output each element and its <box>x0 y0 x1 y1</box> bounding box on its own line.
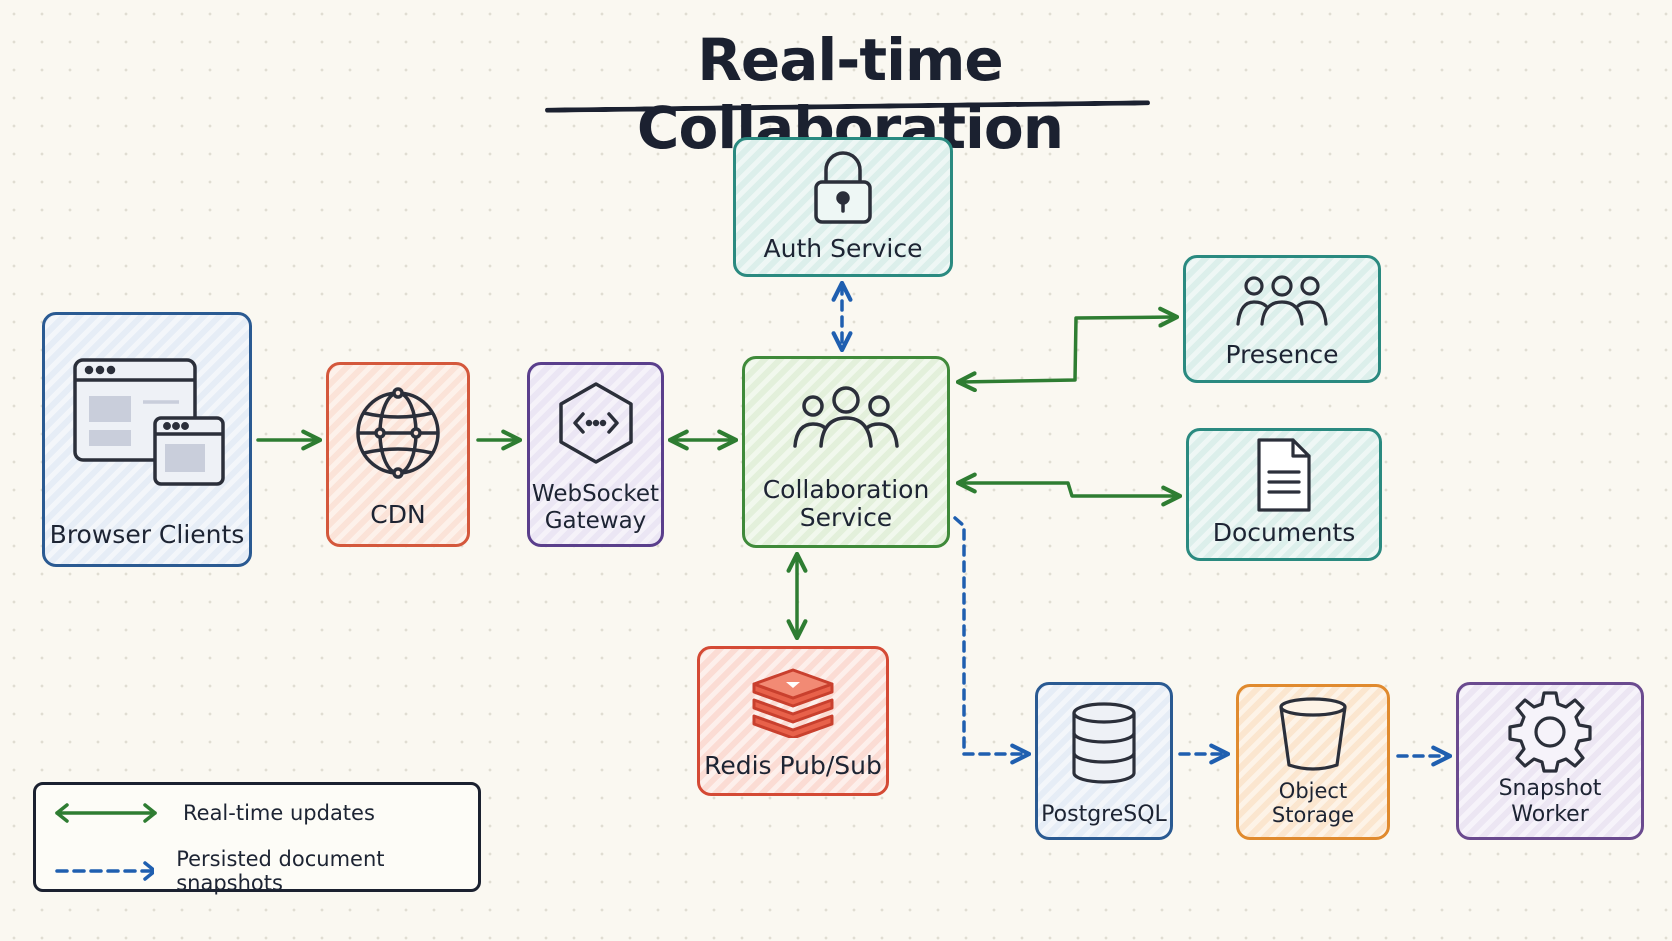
node-documents: Documents <box>1186 428 1382 561</box>
redis-stack-icon <box>748 649 838 752</box>
node-label: Documents <box>1212 518 1356 548</box>
gear-icon <box>1508 685 1592 776</box>
users-icon <box>1234 258 1330 341</box>
edge-collab-documents <box>955 472 1183 507</box>
node-postgresql: PostgreSQL <box>1035 682 1173 840</box>
legend-item-persisted: Persisted document snapshots <box>51 847 478 895</box>
node-auth-service: Auth Service <box>733 137 953 277</box>
node-label: Presence <box>1225 340 1339 370</box>
node-label: Redis Pub/Sub <box>704 751 882 781</box>
node-websocket-gateway: WebSocket Gateway <box>527 362 664 547</box>
browser-windows-icon <box>67 315 227 521</box>
edge-collab-postgres <box>953 516 1032 765</box>
node-label: WebSocket Gateway <box>531 481 660 534</box>
node-cdn: CDN <box>326 362 470 547</box>
legend-item-realtime: Real-time updates <box>51 801 375 825</box>
document-icon <box>1253 431 1315 519</box>
legend-label: Persisted document snapshots <box>176 847 385 895</box>
node-redis-pubsub: Redis Pub/Sub <box>697 646 889 796</box>
green-double-arrow-icon <box>55 803 157 823</box>
code-hexagon-icon <box>551 365 641 481</box>
node-snapshot-worker: Snapshot Worker <box>1456 682 1644 840</box>
node-label: Auth Service <box>763 234 923 264</box>
node-label: PostgreSQL <box>1041 801 1167 827</box>
legend-label: Real-time updates <box>183 801 375 825</box>
node-label: CDN <box>370 500 426 530</box>
diagram-title: Real-time Collaboration <box>636 26 1064 162</box>
edge-collab-presence <box>955 306 1180 393</box>
bucket-icon <box>1275 687 1351 779</box>
blue-dashed-arrow-icon <box>55 861 155 881</box>
users-icon <box>791 359 901 476</box>
legend: Real-time updates Persisted document sna… <box>33 782 481 895</box>
node-object-storage: Object Storage <box>1236 684 1390 840</box>
node-browser-clients: Browser Clients <box>42 312 252 567</box>
node-label: Collaboration Service <box>762 474 930 533</box>
node-label: Object Storage <box>1271 778 1355 827</box>
node-collaboration-service: Collaboration Service <box>742 356 950 548</box>
node-label: Browser Clients <box>49 520 245 550</box>
node-presence: Presence <box>1183 255 1381 383</box>
database-icon <box>1069 685 1139 802</box>
node-label: Snapshot Worker <box>1498 776 1602 827</box>
globe-icon <box>350 365 446 501</box>
lock-icon <box>810 140 876 235</box>
